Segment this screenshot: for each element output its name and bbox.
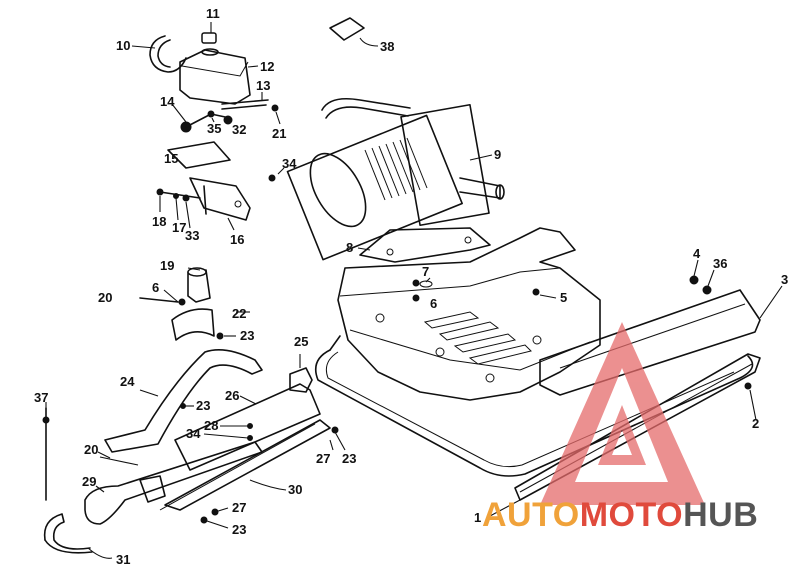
callout-23: 23 — [240, 328, 254, 343]
callout-36: 36 — [713, 256, 727, 271]
callout-25: 25 — [294, 334, 308, 349]
callout-7: 7 — [422, 264, 429, 279]
watermark-text: AUTOMOTOHUB — [482, 496, 758, 534]
callout-9: 9 — [494, 147, 501, 162]
spring-block-25 — [289, 367, 313, 393]
callout-5: 5 — [560, 290, 567, 305]
callout-17: 17 — [172, 220, 186, 235]
watermark-logo — [540, 322, 705, 505]
callout-13: 13 — [256, 78, 270, 93]
callout-19: 19 — [160, 258, 174, 273]
callout-23: 23 — [196, 398, 210, 413]
belly-pan — [337, 227, 601, 401]
callout-35: 35 — [207, 121, 221, 136]
ski-loop-31 — [42, 407, 93, 554]
callout-1: 1 — [474, 510, 481, 525]
engine-assembly — [286, 97, 505, 263]
callout-14: 14 — [160, 94, 175, 109]
callout-8: 8 — [346, 240, 353, 255]
callout-30: 30 — [288, 482, 302, 497]
callout-20: 20 — [98, 290, 112, 305]
callout-24: 24 — [120, 374, 135, 389]
callout-33: 33 — [185, 228, 199, 243]
callout-23: 23 — [342, 451, 356, 466]
callout-3: 3 — [781, 272, 788, 287]
callout-6: 6 — [430, 296, 437, 311]
callout-21: 21 — [272, 126, 286, 141]
hardware — [200, 275, 752, 524]
callout-29: 29 — [82, 474, 96, 489]
callout-23: 23 — [232, 522, 246, 537]
callout-37: 37 — [34, 390, 48, 405]
tank-strap — [149, 35, 187, 73]
callout-16: 16 — [230, 232, 244, 247]
watermark-triangle-icon — [540, 322, 705, 505]
callout-4: 4 — [693, 246, 701, 261]
leaf-spring-24 — [104, 349, 263, 453]
callout-31: 31 — [116, 552, 130, 567]
callout-27: 27 — [232, 500, 246, 515]
callout-38: 38 — [380, 39, 394, 54]
spring-bracket-22 — [139, 297, 224, 341]
frame-rail-loop — [314, 335, 754, 477]
spindle-19 — [187, 267, 211, 303]
callout-15: 15 — [164, 151, 178, 166]
callout-26: 26 — [225, 388, 239, 403]
ski-rail-26-30 — [159, 383, 339, 511]
callouts: 11 10 12 38 13 14 35 32 21 9 15 34 18 17… — [34, 6, 788, 567]
callout-20: 20 — [84, 442, 98, 457]
fuel-tank — [179, 32, 251, 105]
callout-34: 34 — [186, 426, 201, 441]
callout-28: 28 — [204, 418, 218, 433]
leader-lines — [45, 22, 783, 559]
callout-11: 11 — [206, 6, 220, 21]
callout-27: 27 — [316, 451, 330, 466]
fuel-line-parts — [180, 99, 279, 133]
decal-38 — [329, 17, 365, 41]
watermark-brand: AUTOMOTOHUB — [482, 496, 758, 534]
callout-6: 6 — [152, 280, 159, 295]
callout-22: 22 — [232, 306, 246, 321]
callout-12: 12 — [260, 59, 274, 74]
callout-18: 18 — [152, 214, 166, 229]
bracket-plate — [156, 141, 276, 221]
callout-34: 34 — [282, 156, 297, 171]
callout-32: 32 — [232, 122, 246, 137]
callout-10: 10 — [116, 38, 130, 53]
callout-2: 2 — [752, 416, 759, 431]
